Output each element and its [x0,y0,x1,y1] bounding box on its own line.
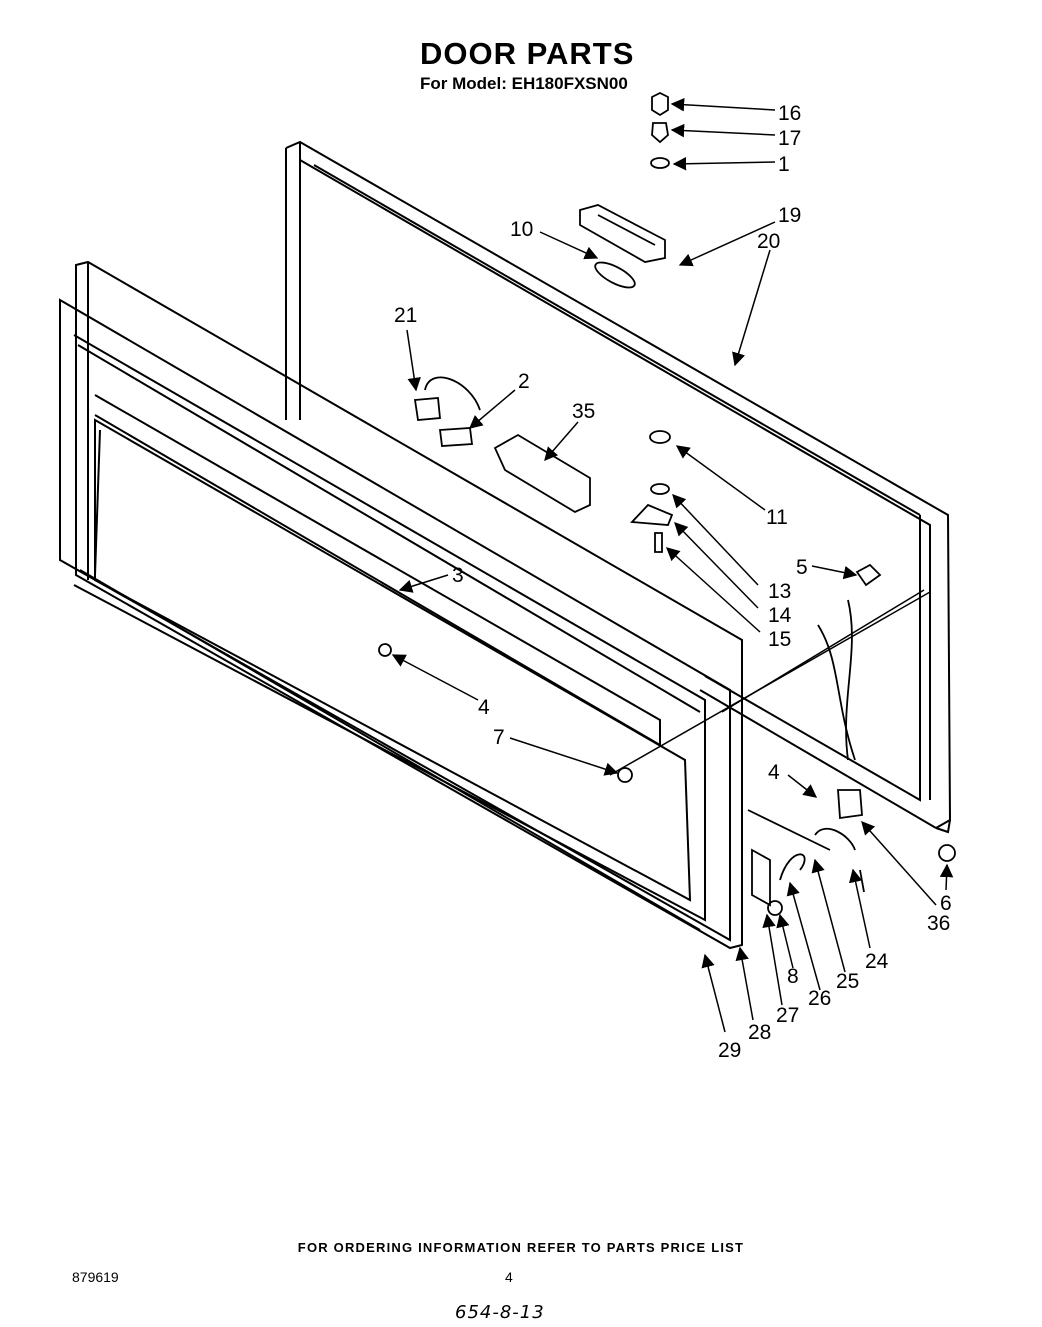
callout-35: 35 [572,400,595,423]
ordering-note: FOR ORDERING INFORMATION REFER TO PARTS … [297,1240,745,1255]
callout-4: 4 [478,696,490,719]
door-liner-frame [285,140,952,834]
callout-17: 17 [778,127,801,150]
callout-36: 36 [927,912,950,935]
callout-6: 6 [940,892,952,915]
callout-10: 10 [510,218,533,241]
callout-19: 19 [778,204,801,227]
callout-4-hinge: 4 [768,761,780,784]
callout-13: 13 [768,580,791,603]
handwritten-code: 654-8-13 [455,1302,545,1323]
callout-27: 27 [776,1004,799,1027]
callout-26: 26 [808,987,831,1010]
page-number: 4 [505,1269,513,1285]
hardware-details [378,91,956,916]
callout-5: 5 [796,556,808,579]
callout-25: 25 [836,970,859,993]
callout-16: 16 [778,102,801,125]
callout-3: 3 [452,564,464,587]
page-title: DOOR PARTS [420,36,635,71]
callout-28: 28 [748,1021,771,1044]
callout-21: 21 [394,304,417,327]
document-number: 879619 [72,1269,119,1285]
callout-15: 15 [768,628,791,651]
model-subtitle: For Model: EH180FXSN00 [420,74,628,93]
callout-20: 20 [757,230,780,253]
callout-14: 14 [768,604,792,627]
outer-door-panel [59,260,743,950]
callout-29: 29 [718,1039,741,1062]
callout-11: 11 [766,506,788,529]
callout-7: 7 [493,726,505,749]
leader-lines [391,97,954,1033]
callout-1: 1 [778,153,790,176]
callout-2: 2 [518,370,530,393]
callout-24: 24 [865,950,889,973]
callout-labels: 16 17 1 19 20 10 21 2 35 11 5 13 14 15 3… [394,102,952,1062]
callout-8: 8 [787,965,799,988]
